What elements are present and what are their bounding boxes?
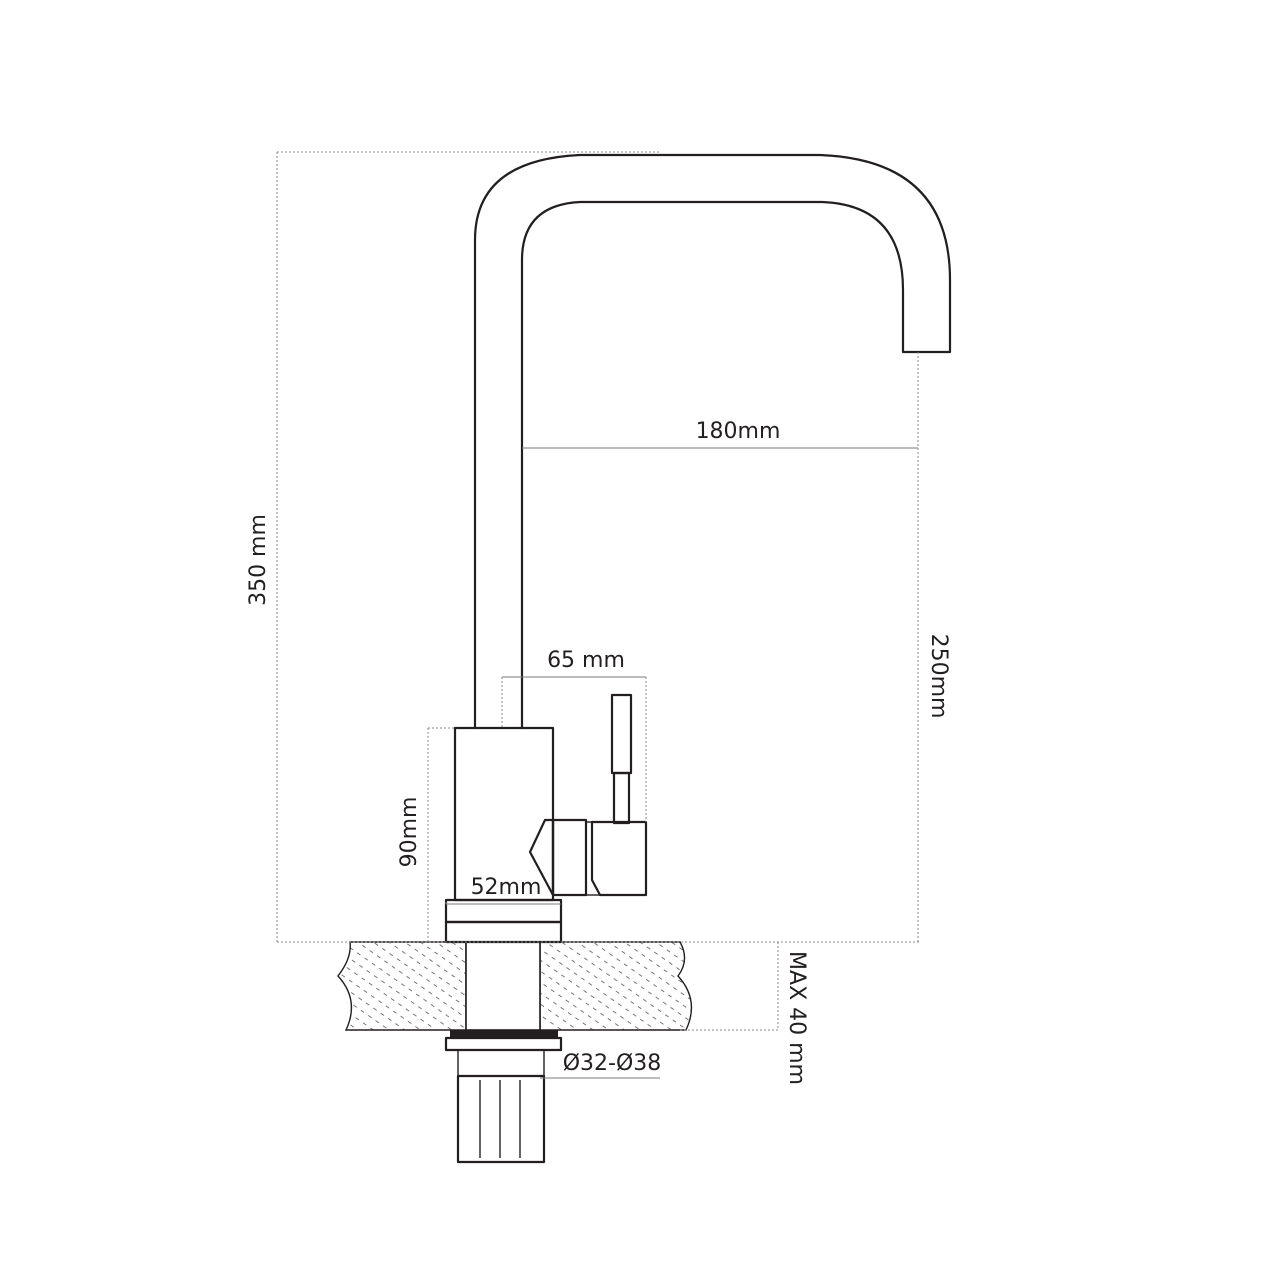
label-height-total: 350 mm (246, 514, 271, 606)
handle-lever (610, 693, 633, 825)
label-handle-reach: 65 mm (547, 648, 625, 673)
label-spout-height: 250mm (926, 634, 951, 719)
label-reach: 180mm (696, 419, 781, 444)
label-body-height: 90mm (397, 797, 422, 868)
mounting-shank (444, 941, 563, 1164)
spout (473, 153, 952, 730)
label-base-diameter: 52mm (471, 875, 542, 900)
base-collar (444, 898, 563, 944)
countertop (337, 941, 693, 1031)
label-hole-diameter: Ø32-Ø38 (563, 1051, 662, 1076)
dimension-lines (276, 151, 920, 1079)
label-max-thickness: MAX 40 mm (784, 951, 809, 1085)
